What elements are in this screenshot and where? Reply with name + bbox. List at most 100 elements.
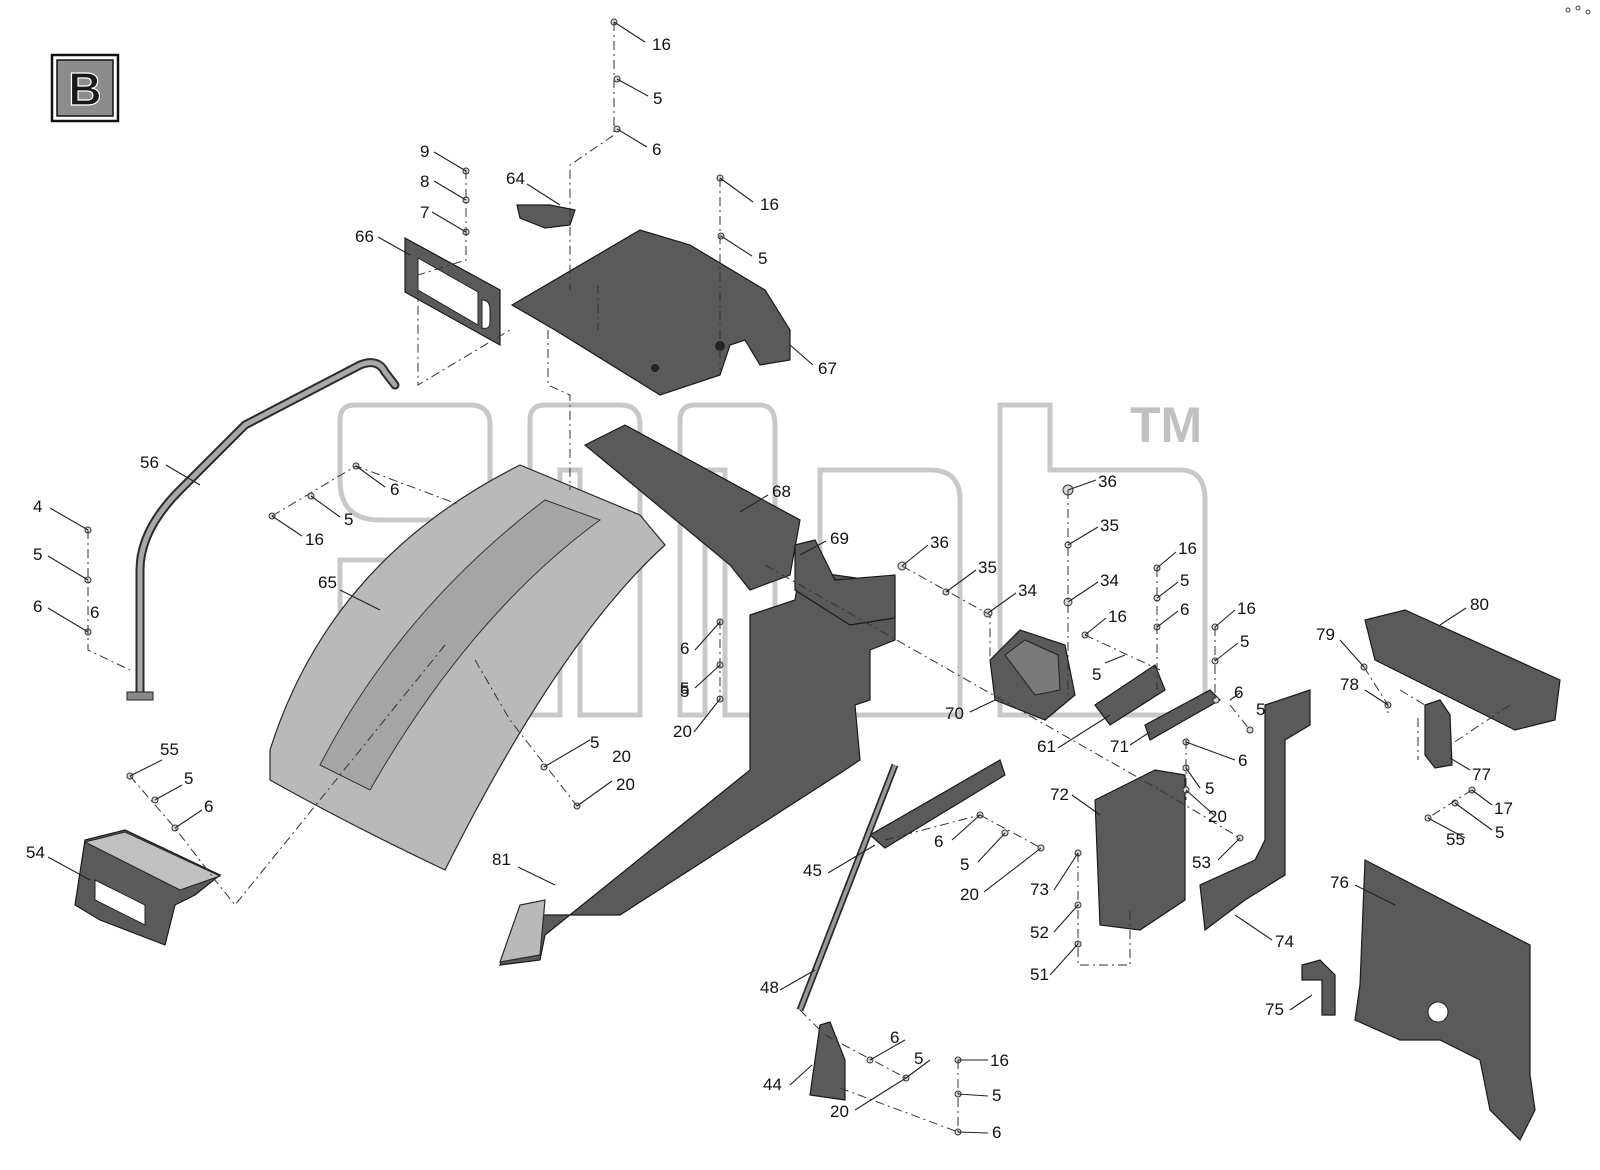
callout-label: 69: [830, 529, 849, 548]
callout-label: 67: [818, 359, 837, 378]
callout-label: 70: [945, 704, 964, 723]
callout-label: 73: [1030, 880, 1049, 899]
callout-label: 78: [1340, 675, 1359, 694]
callout-label: 35: [1100, 516, 1119, 535]
part-44-bracket: [809, 1021, 846, 1101]
callout-label: 5: [1495, 823, 1504, 842]
callout-label: 16: [1178, 539, 1197, 558]
callout-label: 5: [184, 769, 193, 788]
callout-label: 79: [1316, 625, 1335, 644]
part-71-bracket: [1144, 689, 1221, 741]
callout-label: 6: [680, 639, 689, 658]
callout-label: 7: [420, 203, 429, 222]
callout-label: 5: [680, 679, 689, 698]
part-74-bracket: [1199, 689, 1311, 932]
callout-label: 16: [305, 530, 324, 549]
callout-label: 5: [653, 89, 662, 108]
part-48-strut: [796, 763, 899, 1012]
callout-label: 20: [612, 747, 631, 766]
part-68-channel: [583, 424, 801, 591]
callout-label: 5: [1205, 779, 1214, 798]
part-66-frame: [404, 236, 501, 347]
callout-label: 5: [1180, 571, 1189, 590]
part-45-strap: [868, 759, 1006, 849]
leader-lines: [47, 21, 1493, 1134]
section-badge: B: [50, 53, 120, 123]
watermark-tm: TM: [1130, 397, 1202, 453]
part-70-box: [989, 629, 1076, 721]
callout-label: 34: [1100, 571, 1119, 590]
callout-label: 65: [318, 573, 337, 592]
callout-label: 76: [1330, 873, 1349, 892]
callout-label: 16: [1108, 607, 1127, 626]
callout-label: 74: [1275, 932, 1294, 951]
callout-label: 5: [590, 733, 599, 752]
part-75-clip: [1301, 959, 1336, 1016]
callout-label: 5: [758, 249, 767, 268]
callout-label: 61: [1037, 737, 1056, 756]
callout-label: 6: [992, 1123, 1001, 1142]
callout-label: 52: [1030, 923, 1049, 942]
section-badge-letter: B: [68, 63, 101, 115]
callout-label: 16: [1237, 599, 1256, 618]
callout-label: 17: [1494, 799, 1513, 818]
callout-label: 53: [1192, 853, 1211, 872]
callout-label: 68: [772, 482, 791, 501]
assembly-lines: [87, 22, 1511, 1133]
callout-label: 16: [652, 35, 671, 54]
callout-label: 5: [33, 545, 42, 564]
corner-mark: [1565, 5, 1591, 15]
callout-label: 20: [960, 885, 979, 904]
callout-label: 9: [420, 142, 429, 161]
callout-label: 55: [160, 740, 179, 759]
callout-label: 4: [33, 497, 42, 516]
callout-labels: 16 5 6 9 8 7 64 66 16 5 67 56 6 5 16 4 5…: [26, 35, 1513, 1142]
callout-label: 56: [140, 453, 159, 472]
callout-label: 6: [390, 480, 399, 499]
callout-label: 6: [90, 603, 99, 622]
callout-label: 80: [1470, 595, 1489, 614]
callout-label: 5: [680, 682, 689, 701]
callout-label: 5: [1092, 665, 1101, 684]
callout-label: 6: [934, 832, 943, 851]
callout-label: 8: [420, 172, 429, 191]
part-77-bracket: [1424, 699, 1453, 769]
callout-label: 16: [760, 195, 779, 214]
callout-label: 77: [1472, 765, 1491, 784]
callout-label: 55: [1446, 830, 1465, 849]
callout-label: 66: [355, 227, 374, 246]
callout-label: 6: [890, 1028, 899, 1047]
callout-label: 44: [763, 1075, 782, 1094]
callout-label: 71: [1110, 737, 1129, 756]
part-64-bracket: [516, 204, 576, 229]
callout-label: 6: [1180, 600, 1189, 619]
callout-label: 6: [204, 797, 213, 816]
callout-label: 20: [830, 1102, 849, 1121]
callout-label: 51: [1030, 965, 1049, 984]
callout-label: 16: [990, 1051, 1009, 1070]
part-54-step: [74, 829, 222, 946]
callout-label: 6: [1238, 751, 1247, 770]
part-69-plate: [794, 539, 896, 626]
callout-label: 45: [803, 861, 822, 880]
callout-label: 6: [1234, 683, 1243, 702]
callout-label: 36: [1098, 472, 1117, 491]
callout-label: 5: [914, 1049, 923, 1068]
callout-label: 5: [1240, 632, 1249, 651]
callout-label: 5: [992, 1086, 1001, 1105]
callout-label: 34: [1018, 581, 1037, 600]
callout-label: 48: [760, 978, 779, 997]
part-56-handrail: [126, 358, 400, 701]
callout-label: 64: [506, 169, 525, 188]
callout-label: 54: [26, 843, 45, 862]
part-67-seat-plate: [510, 229, 791, 396]
callout-label: 20: [1208, 807, 1227, 826]
callout-label: 20: [673, 722, 692, 741]
callout-label: 75: [1265, 1000, 1284, 1019]
callout-label: 5: [344, 510, 353, 529]
callout-label: 5: [960, 855, 969, 874]
callout-label: 72: [1050, 785, 1069, 804]
callout-label: 35: [978, 558, 997, 577]
part-72-bracket: [1094, 769, 1186, 931]
